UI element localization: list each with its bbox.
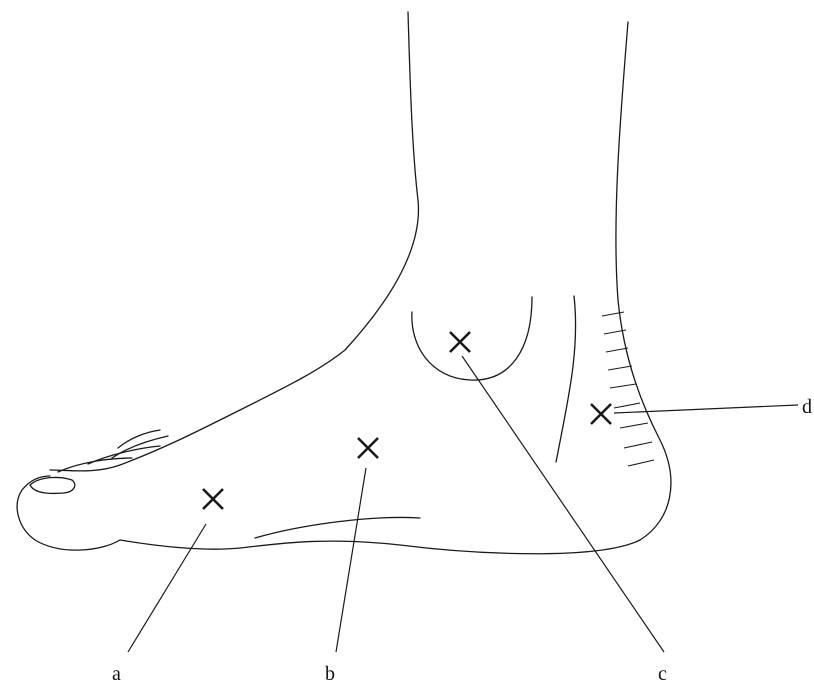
label-b: b (325, 663, 335, 685)
arch-line (254, 516, 421, 539)
leg-front-contour (49, 11, 420, 472)
toe-crease-3 (111, 435, 169, 459)
label-a: a (112, 663, 121, 685)
heel-hatching (601, 311, 655, 467)
tendon-line (555, 295, 577, 463)
marker-a (202, 488, 224, 510)
toe-front-contour (16, 475, 121, 551)
malleolus-contour (411, 296, 533, 381)
marker-d (590, 403, 612, 425)
leader-line-d (613, 404, 799, 414)
marker-c (449, 331, 471, 353)
toe-crease-2 (87, 445, 161, 465)
leader-line-a (127, 523, 207, 653)
marker-b (357, 437, 379, 459)
label-d: d (802, 396, 812, 418)
toenail (29, 476, 76, 495)
sole-contour (119, 539, 641, 555)
leg-back-contour (615, 21, 672, 541)
leader-line-c (461, 355, 665, 653)
label-c: c (658, 663, 667, 685)
leader-line-b (335, 467, 367, 653)
toe-crease-4 (117, 429, 161, 449)
